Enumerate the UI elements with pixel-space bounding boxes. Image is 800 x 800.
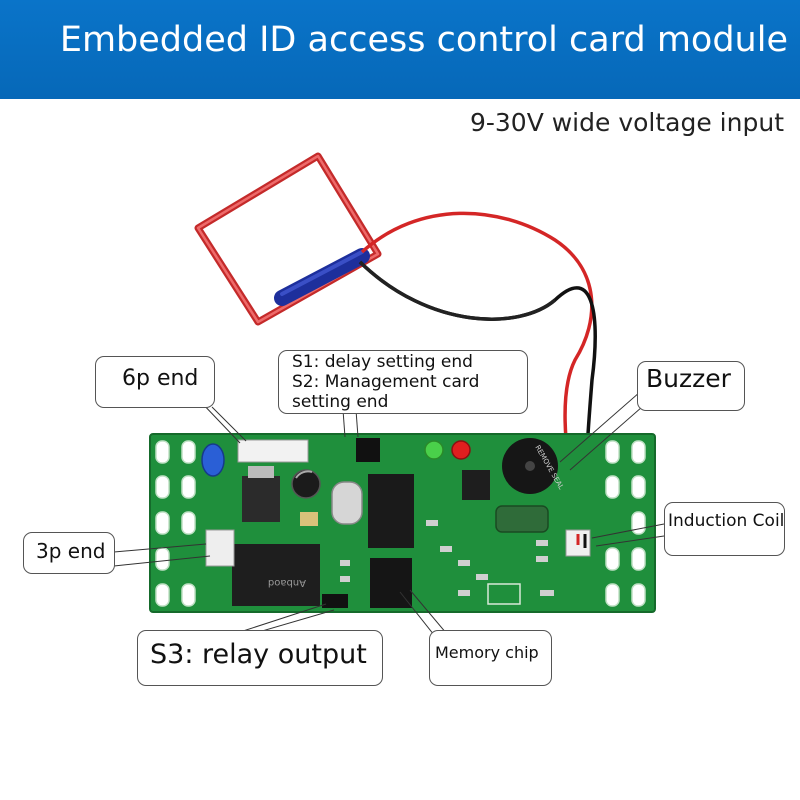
induction-coil-antenna bbox=[194, 152, 382, 326]
memory-chip-label: Memory chip bbox=[435, 643, 539, 662]
callout-s1-s2: S1: delay setting end S2: Management car… bbox=[278, 350, 528, 414]
s3-relay-label: S3: relay output bbox=[150, 639, 367, 670]
svg-text:Anbaod: Anbaod bbox=[268, 577, 306, 588]
induction-coil-label: Induction Coil bbox=[668, 511, 785, 531]
voltage-subtitle: 9-30V wide voltage input bbox=[469, 108, 784, 137]
callout-memory-chip: Memory chip bbox=[429, 630, 552, 686]
callout-induction-coil: Induction Coil bbox=[664, 502, 785, 556]
callout-6p-end: 6p end bbox=[95, 356, 215, 408]
s2-label: S2: Management card bbox=[292, 372, 480, 392]
s2-label-cont: setting end bbox=[292, 392, 389, 412]
3p-end-label: 3p end bbox=[36, 539, 106, 563]
cable-sleeve bbox=[274, 248, 370, 306]
callout-6p-end-label: 6p end bbox=[122, 366, 199, 391]
buzzer-label: Buzzer bbox=[646, 364, 731, 393]
callout-3p-end: 3p end bbox=[23, 532, 115, 574]
header-banner: Embedded ID access control card module bbox=[0, 0, 800, 99]
callout-s3-relay: S3: relay output bbox=[137, 630, 383, 686]
page-title: Embedded ID access control card module bbox=[59, 20, 788, 60]
callout-buzzer: Buzzer bbox=[637, 361, 745, 411]
pcb-board: REMOVE SEAL Anbaod bbox=[149, 433, 656, 613]
s1-label: S1: delay setting end bbox=[292, 352, 473, 372]
